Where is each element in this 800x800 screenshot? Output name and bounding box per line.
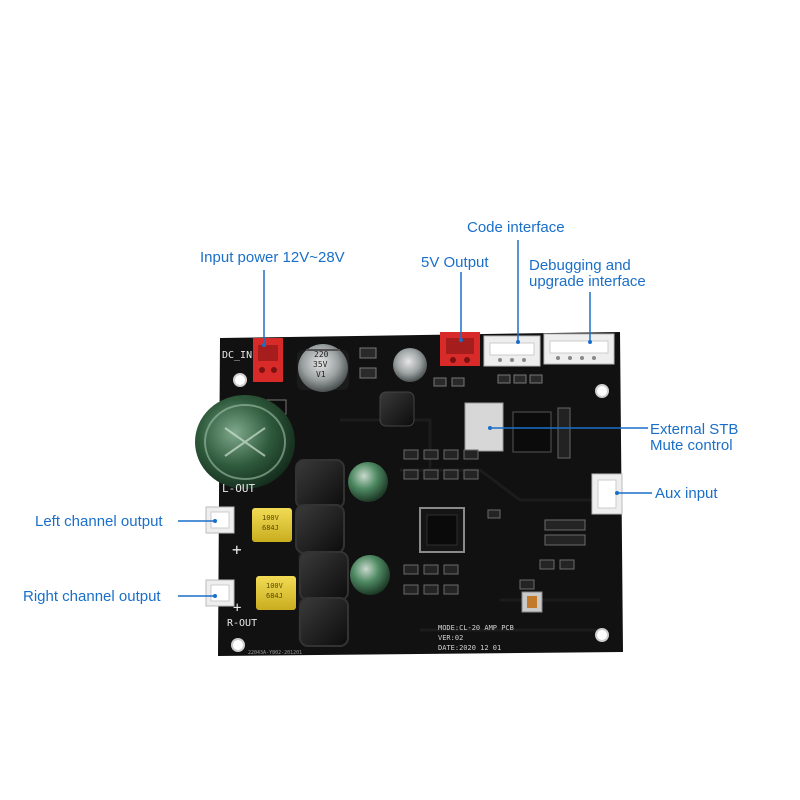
label-debug-line2: upgrade interface xyxy=(529,273,646,290)
mounting-hole xyxy=(595,384,609,398)
label-stb-line2: Mute control xyxy=(650,437,733,454)
dc-in-connector xyxy=(253,338,283,382)
label-aux-input: Aux input xyxy=(655,485,718,502)
stb-mute-module xyxy=(464,402,571,459)
label-right-output: Right channel output xyxy=(23,588,161,605)
silk-l-out: L-OUT xyxy=(222,482,256,495)
silk-date: DATE:2020 12 01 xyxy=(438,644,502,652)
mounting-hole xyxy=(231,638,245,652)
cap-value-220: 220 xyxy=(314,350,329,359)
mounting-hole xyxy=(233,373,247,387)
label-debug-line1: Debugging and xyxy=(529,257,631,274)
film-capacitor-right xyxy=(256,576,296,610)
left-output-connector xyxy=(205,506,235,534)
annotation-leader-lines xyxy=(178,240,652,597)
label-left-output: Left channel output xyxy=(35,513,163,530)
right-output-connector xyxy=(205,579,235,607)
cap-value-35v: 35V xyxy=(313,360,328,369)
silk-r-out: R-OUT xyxy=(227,618,258,629)
small-electrolytic-capacitor xyxy=(393,348,427,382)
debug-upgrade-connector xyxy=(543,333,615,365)
5v-output-connector xyxy=(440,332,480,366)
green-capacitors xyxy=(348,462,390,595)
mounting-hole xyxy=(595,628,609,642)
cap-value-v1: V1 xyxy=(316,370,326,379)
label-5v-output: 5V Output xyxy=(421,254,489,271)
silk-plus-right: + xyxy=(233,600,242,616)
label-stb-line1: External STB xyxy=(650,421,739,438)
label-code-interface: Code interface xyxy=(467,219,565,236)
code-interface-connector xyxy=(483,335,541,367)
large-bulk-capacitor xyxy=(195,395,295,489)
silk-serial: 22043A-Y802-201201 xyxy=(248,650,303,656)
film-cap-right-value: 100V xyxy=(266,582,283,590)
silk-version: VER:02 xyxy=(438,634,464,642)
silk-model: MODE:CL-20 AMP PCB xyxy=(438,624,514,632)
film-cap-left-code: 684J xyxy=(262,524,279,532)
inductor-small xyxy=(379,391,415,427)
main-amplifier-ic xyxy=(419,507,465,553)
silk-dc-in: DC_IN xyxy=(222,350,253,361)
silk-plus-left: + xyxy=(232,540,242,559)
electrolytic-capacitor-220uf xyxy=(297,344,349,392)
film-cap-right-code: 684J xyxy=(266,592,283,600)
film-cap-left-value: 100V xyxy=(262,514,279,522)
label-input-power: Input power 12V~28V xyxy=(200,249,345,266)
aux-input-connector xyxy=(591,473,623,515)
film-capacitor-left xyxy=(252,508,292,542)
output-inductors xyxy=(295,459,349,647)
